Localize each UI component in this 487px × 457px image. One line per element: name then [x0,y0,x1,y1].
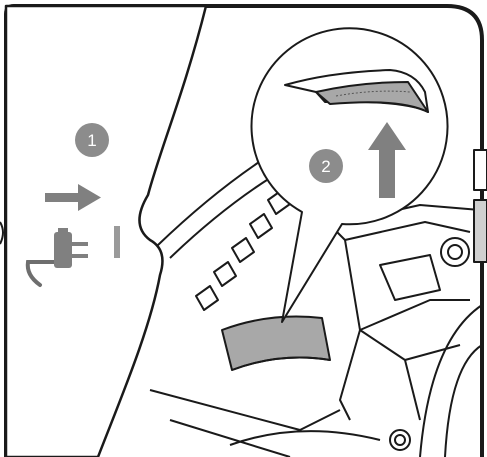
step-1-number: 1 [87,131,96,150]
edge-marker [0,222,3,244]
handle-grip [222,317,330,371]
left-panel [6,6,206,457]
vent-slots [196,190,290,310]
step-1-badge: 1 [75,123,109,157]
step-2-number: 2 [321,157,330,176]
step-2-badge: 2 [309,149,343,183]
